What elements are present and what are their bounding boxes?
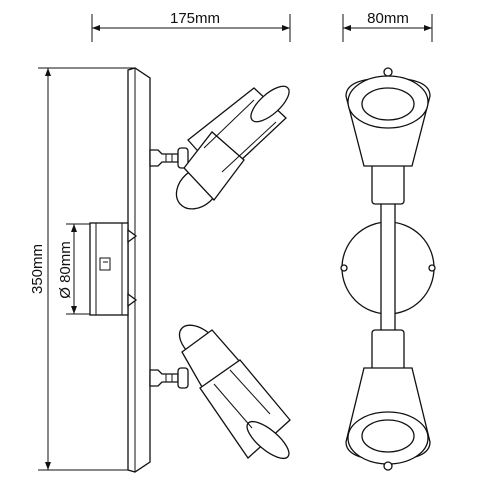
front-view bbox=[340, 67, 436, 471]
depth-dimension: 80mm bbox=[342, 10, 433, 42]
base-diameter-label: Ø 80mm bbox=[57, 241, 74, 299]
height-label: 350mm bbox=[29, 244, 46, 294]
front-spot-lower bbox=[345, 329, 431, 471]
base-diameter-dimension: Ø 80mm bbox=[57, 223, 92, 315]
side-mount-base bbox=[89, 222, 138, 316]
depth-label: 80mm bbox=[367, 10, 409, 27]
side-spot-lower bbox=[149, 324, 291, 460]
height-dimension: 350mm bbox=[29, 67, 135, 471]
front-rod bbox=[380, 195, 396, 337]
side-spot-upper bbox=[149, 85, 290, 210]
front-spot-upper bbox=[345, 67, 431, 205]
side-view bbox=[89, 67, 291, 473]
width-dimension: 175mm bbox=[91, 10, 291, 42]
side-rail bbox=[127, 67, 151, 473]
width-label: 175mm bbox=[170, 10, 220, 27]
